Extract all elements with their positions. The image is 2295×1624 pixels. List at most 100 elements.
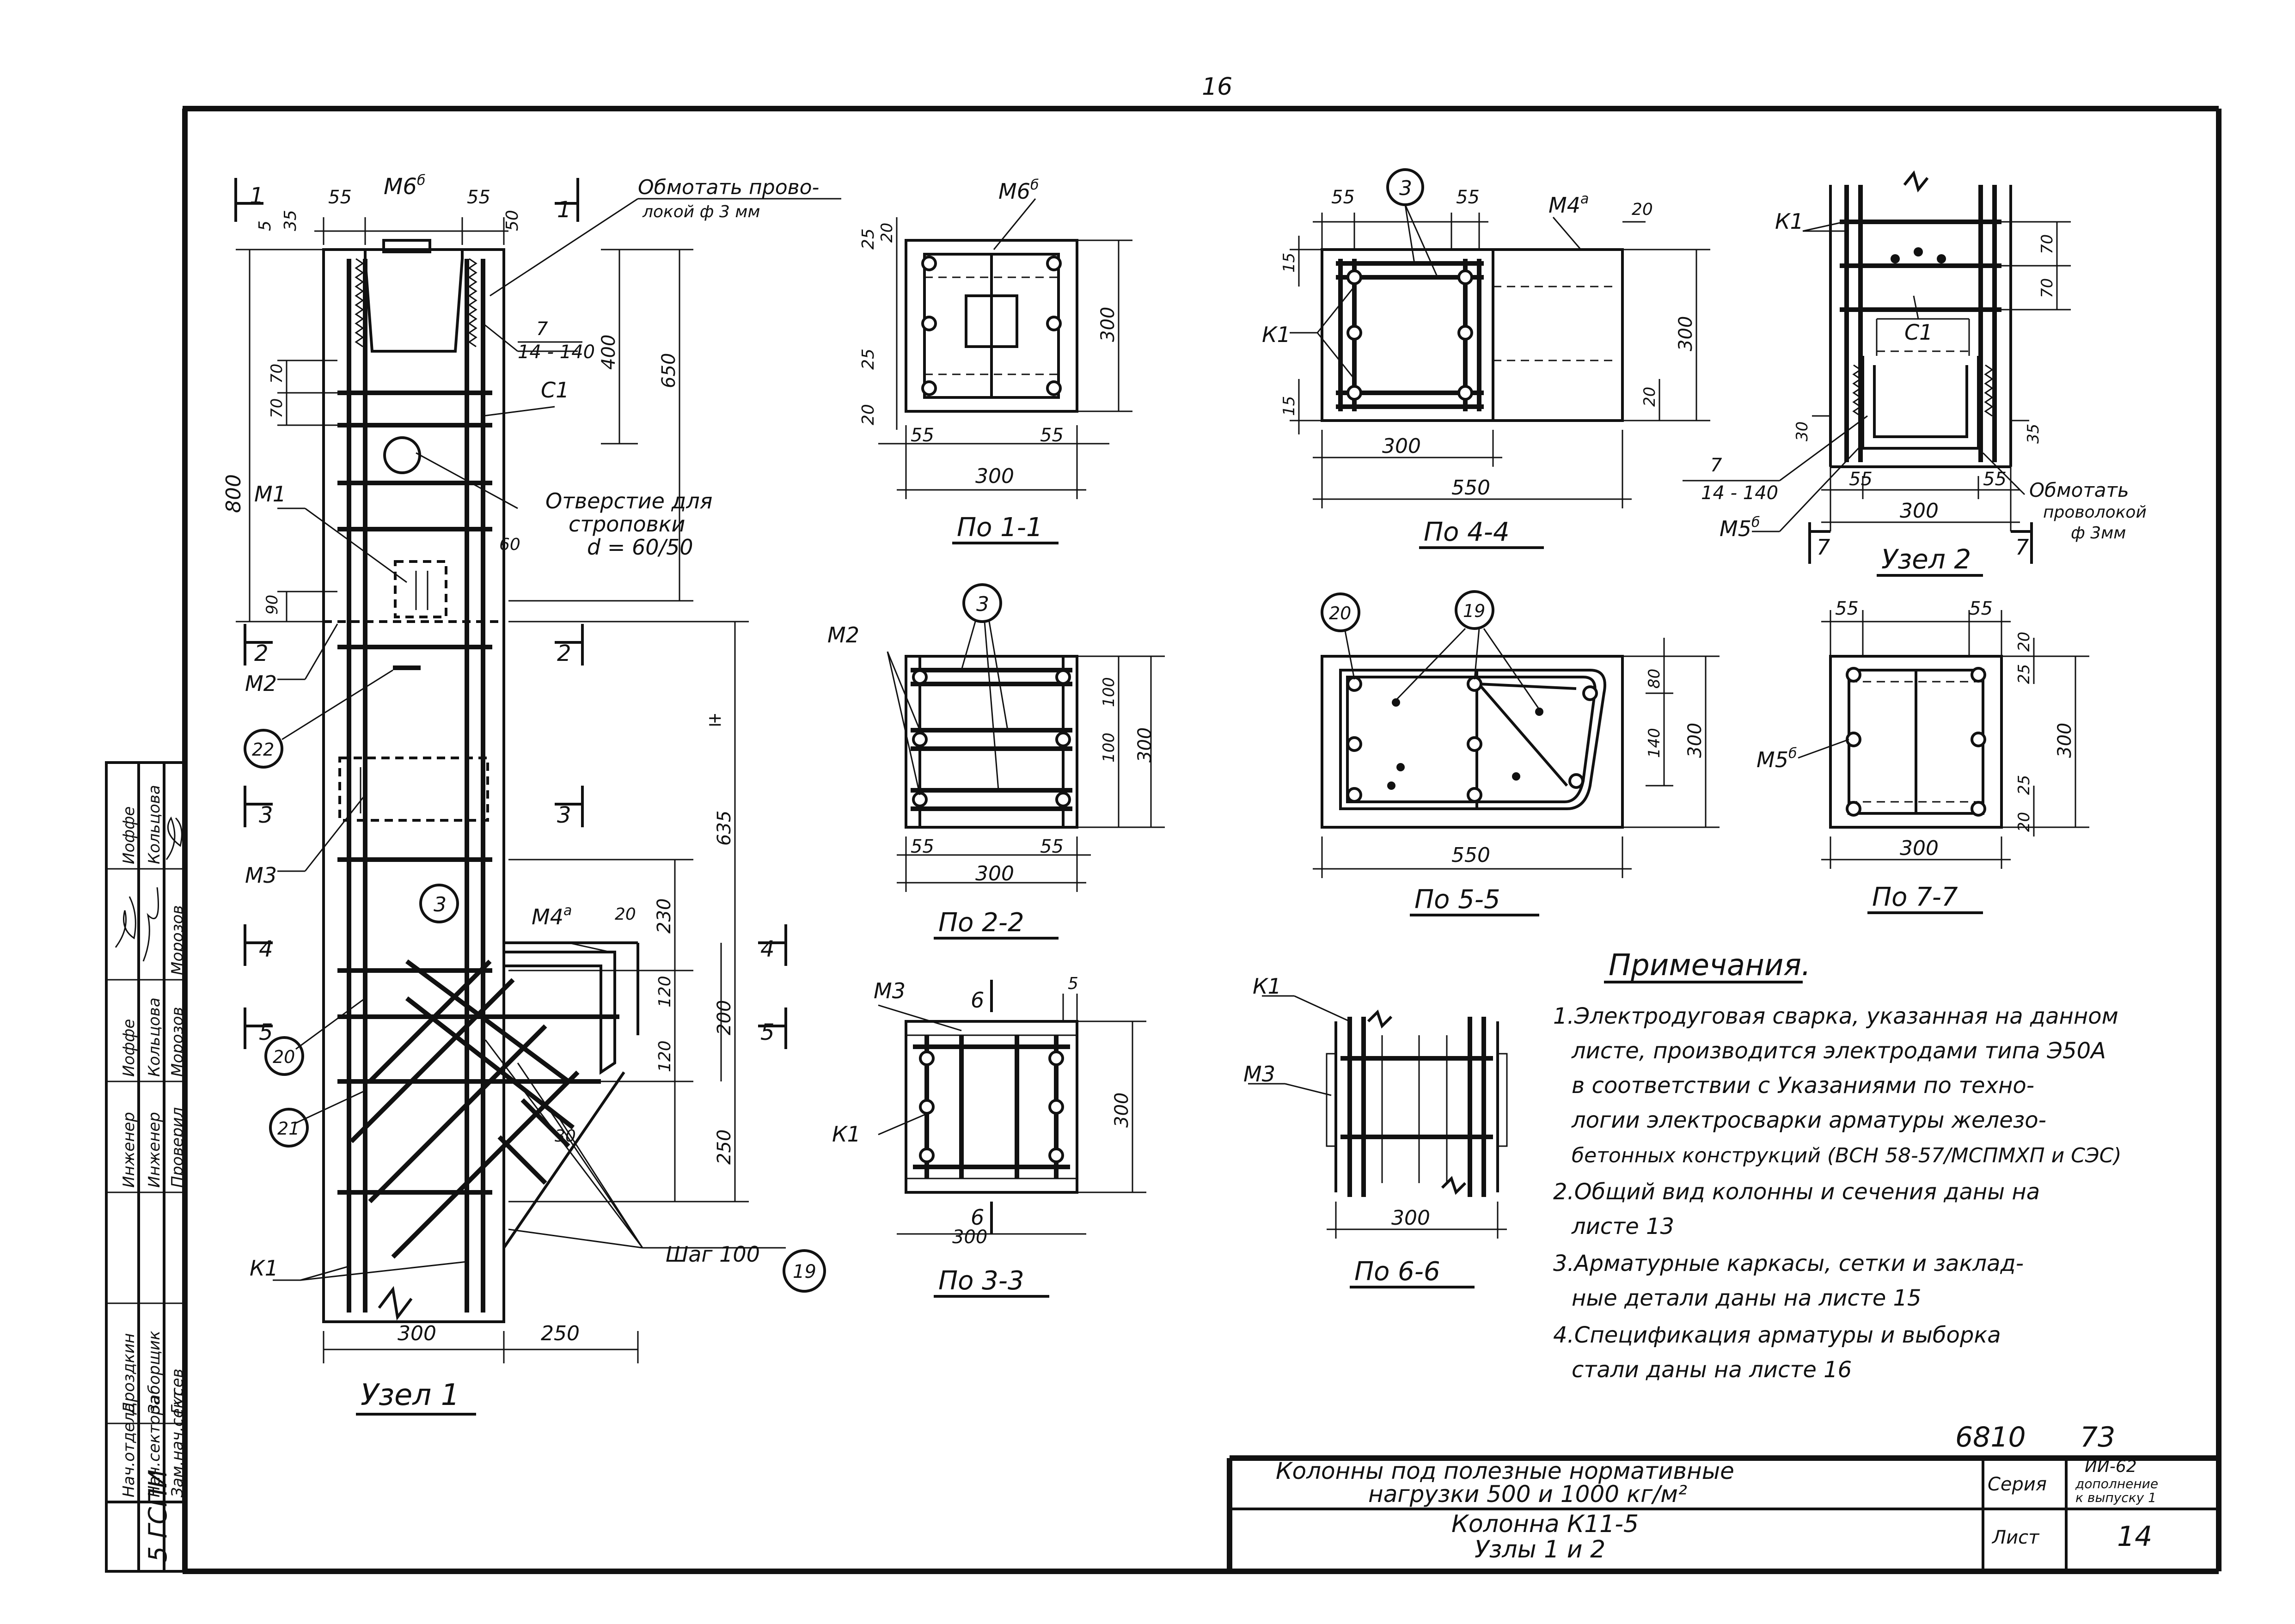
node1-cut5-right: 5 — [760, 1020, 775, 1045]
node1-dim-5: 5 — [256, 220, 275, 231]
node2-weld-den: 14 - 140 — [1701, 482, 1778, 504]
node1-dim-120b: 120 — [655, 1040, 674, 1072]
node1-weld-num: 7 — [536, 318, 548, 340]
doc-number-2: 73 — [2080, 1421, 2115, 1453]
note-line-2: листе, производится электродами типа Э50… — [1571, 1038, 2106, 1064]
sec77-m5: М5б — [1756, 745, 1797, 772]
node1-step-label: Шаг 100 — [666, 1242, 760, 1267]
stamp-role-4: Инженер — [120, 1112, 138, 1188]
sec22-dim-300v: 300 — [1134, 727, 1156, 763]
note-line-10: 4.Спецификация арматуры и выборка — [1553, 1322, 2001, 1348]
sub-title-line1: Колонна К11-5 — [1451, 1510, 1639, 1538]
title-block: 6810 73 Колонны под полезные нормативные… — [1227, 1421, 2219, 1571]
sec77-dim-300v: 300 — [2054, 723, 2075, 758]
sec66-m3: М3 — [1243, 1062, 1275, 1087]
series-label: Серия — [1988, 1474, 2047, 1495]
sec11-m6: М6б — [998, 177, 1039, 204]
sec44-dim-15a: 15 — [1280, 253, 1298, 273]
node1-cut1-left: 1 — [250, 183, 264, 209]
node2-wrap-2: проволокой — [2043, 503, 2147, 522]
node2-c1: С1 — [1904, 320, 1933, 345]
notes-heading: Примечания. — [1609, 948, 1811, 983]
node1-dim-800: 800 — [222, 474, 245, 513]
node1-cut3-right: 3 — [557, 802, 571, 828]
node1-dim-20: 20 — [615, 905, 636, 924]
section-3-3: М3 6 6 5 К1 300 300 По 3-3 — [832, 974, 1146, 1298]
note-line-11: стали даны на листе 16 — [1572, 1357, 1852, 1383]
node1-dim-650: 650 — [658, 353, 679, 388]
doc-number: 6810 — [1955, 1421, 2026, 1453]
sec44-dim-550: 550 — [1451, 476, 1490, 500]
sec22-dim-55a: 55 — [911, 836, 934, 857]
node1-hole-line3: d = 60/50 — [587, 535, 693, 560]
stamp-role-1: Нач.отдела — [120, 1403, 138, 1497]
node1-dim-60: 60 — [499, 535, 520, 554]
sec44-dim-20b: 20 — [1640, 387, 1659, 407]
node1-dim-30: 30 — [555, 1127, 576, 1146]
node1-dim-35: 35 — [281, 210, 300, 231]
node2-k1: К1 — [1775, 209, 1804, 234]
node1-circle-19: 19 — [793, 1261, 816, 1282]
node1-dim-250v: 250 — [714, 1129, 735, 1165]
series-value-3: к выпуску 1 — [2075, 1490, 2156, 1505]
node1-m4-label: М4а — [532, 903, 572, 929]
sec22-dim-300h: 300 — [975, 862, 1014, 885]
node1-circle-22: 22 — [252, 739, 274, 760]
stamp-role-3: Зам.нач.сект — [168, 1389, 187, 1497]
note-line-7: листе 13 — [1571, 1214, 1674, 1239]
node1-wrap-note-line1: Обмотать прово- — [638, 176, 819, 199]
sub-title-line2: Узлы 1 и 2 — [1475, 1536, 1605, 1563]
node2-dim-30: 30 — [1793, 421, 1812, 441]
stamp-role-2: Нач.сектора — [145, 1396, 164, 1497]
main-title-line1: Колонны под полезные нормативные — [1276, 1458, 1734, 1484]
node1-dim-635: 635 — [714, 811, 735, 846]
sec77-dim-20b: 20 — [2015, 812, 2033, 832]
node1-circle-21: 21 — [277, 1118, 300, 1139]
stamp-name-5: Иоффе — [120, 1019, 138, 1077]
signature-1 — [115, 896, 136, 948]
sec55-circle-20: 20 — [1329, 603, 1351, 623]
note-line-9: ные детали даны на листе 15 — [1572, 1285, 1922, 1311]
sec77-dim-20a: 20 — [2015, 632, 2033, 652]
note-line-1: 1.Электродуговая сварка, указанная на да… — [1553, 1003, 2118, 1029]
sec44-dim-300h: 300 — [1382, 434, 1421, 458]
sec55-circle-19: 19 — [1463, 601, 1485, 621]
node2-drawing: К1 С1 70 70 30 35 7 14 - 140 55 55 Обмот… — [1683, 170, 2147, 577]
note-line-5: бетонных конструкций (ВСН 58-57/МСПМХП и… — [1572, 1144, 2122, 1167]
sec22-dim-55b: 55 — [1040, 836, 1064, 857]
node2-weld-num: 7 — [1710, 455, 1722, 476]
node2-m5: М5б — [1720, 514, 1760, 541]
sec33-title: По 3-3 — [938, 1266, 1024, 1296]
note-line-8: 3.Арматурные каркасы, сетки и заклад- — [1553, 1251, 2024, 1276]
node1-dim-120a: 120 — [655, 976, 674, 1007]
sec55-dim-550: 550 — [1451, 843, 1490, 867]
stamp-name-1: Дроздкин — [120, 1333, 138, 1415]
node1-title: Узел 1 — [361, 1378, 459, 1412]
stamp-name-3: Гусев — [168, 1368, 187, 1414]
node2-wrap-3: ф 3мм — [2071, 524, 2126, 543]
sec11-dim-300v: 300 — [1097, 307, 1119, 342]
series-value-2: дополнение — [2075, 1476, 2158, 1491]
node1-drawing: М6б Обмотать прово- локой ф 3 мм 7 14 - … — [222, 172, 841, 1416]
sec77-dim-55a: 55 — [1835, 598, 1859, 619]
sec22-m2: М2 — [827, 623, 859, 647]
sheet-value: 14 — [2117, 1520, 2152, 1553]
sec55-title: По 5-5 — [1414, 885, 1500, 915]
node1-cut2-left: 2 — [254, 641, 269, 666]
stamp-role-5: Инженер — [145, 1112, 164, 1188]
signature-2 — [142, 887, 159, 962]
stamp-head-3: Морозов — [168, 905, 187, 975]
node2-cut-left: 7 — [1817, 535, 1830, 560]
node1-dim-230: 230 — [654, 898, 675, 934]
stamp-head-2: Кольцова — [145, 785, 164, 864]
sec22-title: По 2-2 — [938, 908, 1024, 938]
sec33-m3: М3 — [874, 978, 906, 1003]
sec44-dim-15b: 15 — [1280, 396, 1298, 416]
node2-dim-55a: 55 — [1849, 469, 1873, 490]
node1-cut4-left: 4 — [259, 936, 273, 962]
stamp-org: 5 ГСПИ — [143, 1470, 172, 1562]
stamp-name-4: Кольцова — [145, 997, 164, 1077]
node2-dim-70a: 70 — [2038, 234, 2056, 254]
node2-dim-70b: 70 — [2038, 278, 2056, 298]
